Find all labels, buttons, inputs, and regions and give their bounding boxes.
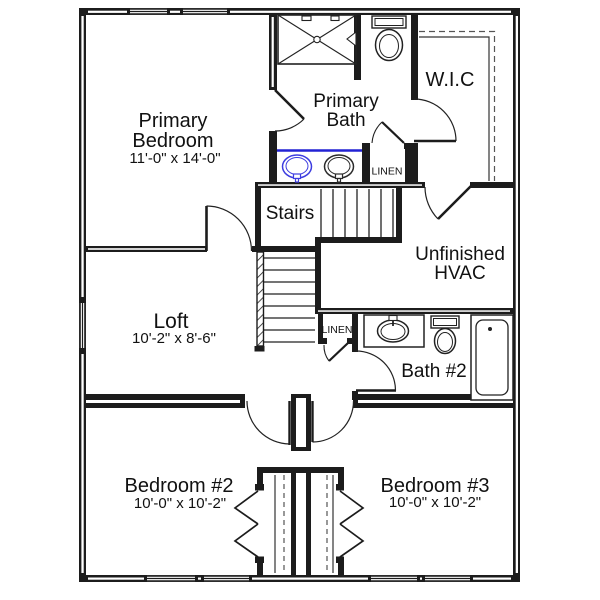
doors [205,89,472,558]
bedroom2-label: Bedroom #2 [125,475,234,497]
closet-rod-bedroom2 [274,475,285,573]
closet-rod-bedroom3 [326,475,334,573]
linen2-label: LINEN [322,324,353,336]
window-bottom-2 [201,575,252,582]
primary-bath-label-2: Bath [326,110,365,131]
loft-label: Loft [153,310,188,333]
stair-railing [254,251,265,352]
interior-walls [86,14,513,575]
bedroom3-label: Bedroom #3 [381,475,490,497]
primary-bedroom-dims: 11'-0" x 14'-0" [129,150,220,167]
door-linen-1 [371,121,405,144]
door-bedroom2 [246,400,291,445]
exterior-walls [79,8,520,582]
door-bath2 [355,350,397,392]
window-left [79,297,86,354]
primary-sink-right [323,154,355,183]
primary-bedroom-label-2: Bedroom [132,130,213,152]
hvac-label-1: Unfinished [415,244,505,265]
door-primary-bath [274,89,305,132]
bedroom3-dims: 10'-0" x 10'-2" [389,494,481,511]
primary-bath-label-1: Primary [313,91,379,112]
bath2-toilet-fixture [430,315,460,355]
primary-sink-left [281,154,313,183]
stair-treads-lower [263,257,315,343]
primary-toilet-fixture [371,15,407,62]
bath2-label: Bath #2 [401,361,467,382]
bathtub-fixture [470,314,514,401]
bedroom2-dims: 10'-0" x 10'-2" [134,495,226,512]
window-bottom-4 [422,575,473,582]
wic-shelf-and-rod [419,30,496,181]
window-bottom-1 [144,575,198,582]
windows [79,8,473,582]
wic-label: W.I.C [426,69,475,91]
bifold-door-bedroom3-closet [339,490,365,558]
door-wic [413,98,457,143]
stairs-label: Stairs [266,203,315,224]
stair-treads-upper [320,189,394,237]
window-top-1 [127,8,170,15]
window-top-2 [180,8,230,15]
door-bedroom3 [311,400,355,443]
door-loft [205,205,253,252]
bifold-door-bedroom2-closet [233,490,259,558]
window-bottom-3 [368,575,420,582]
primary-bedroom-label-1: Primary [139,110,208,132]
door-linen-2 [323,342,349,362]
door-hvac [424,185,472,220]
hvac-label-2: HVAC [434,263,485,284]
linen1-label: LINEN [372,166,403,178]
bath2-sink-fixture [363,314,425,348]
loft-dims: 10'-2" x 8'-6" [132,330,216,347]
shower-fixture [277,14,357,65]
